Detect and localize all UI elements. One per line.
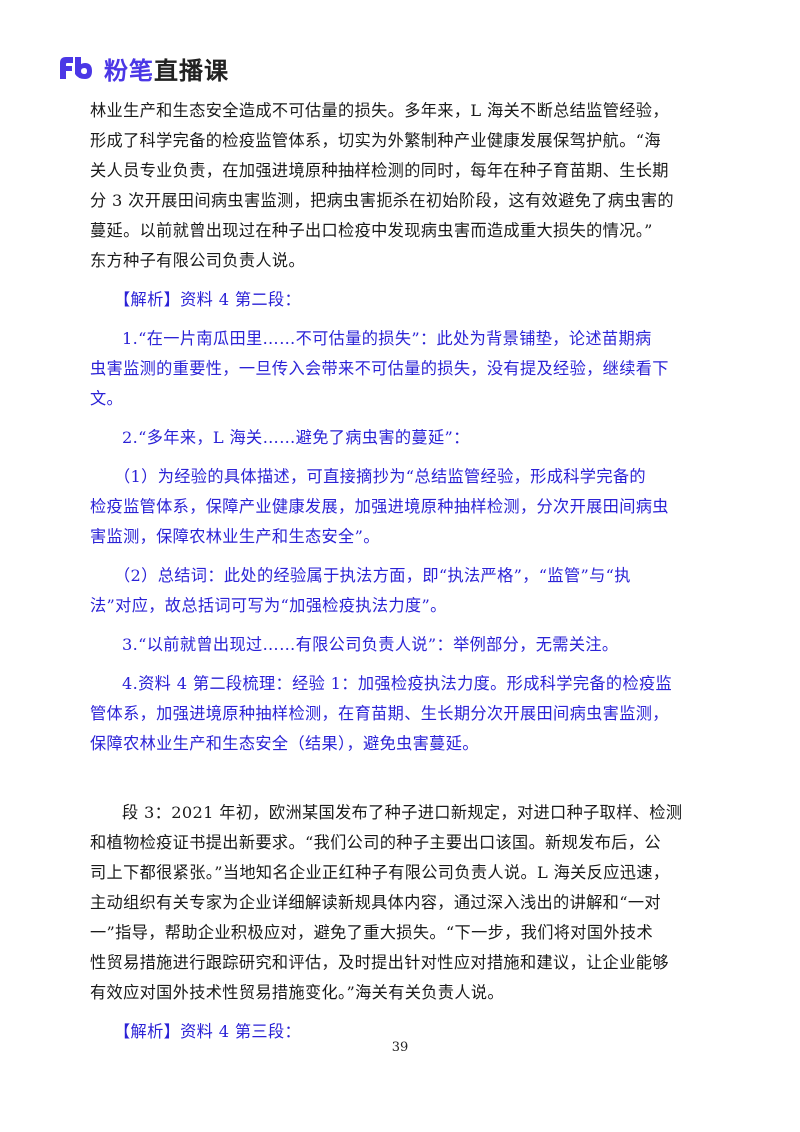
text-line: 主动组织有关专家为企业详细解读新规具体内容，通过深入浅出的讲解和“一对 <box>90 893 661 912</box>
page-number: 39 <box>391 1040 409 1055</box>
text-line: 管体系，加强进境原种抽样检测，在育苗期、生长期分次开展田间病虫害监测， <box>90 704 669 723</box>
text-line: 保障农林业生产和生态安全（结果），避免虫害蔓延。 <box>90 734 479 753</box>
analysis-item-4: 4.资料 4 第二段梳理：经验 1：加强检疫执法力度。形成科学完备的检疫监 管体… <box>90 669 710 759</box>
brand-rest-text: 直播课 <box>154 56 229 85</box>
analysis-paragraph-3: 【解析】资料 4 第三段： <box>90 1017 710 1047</box>
analysis-item-2-sub-2: （2）总结词：此处的经验属于执法方面，即“执法严格”，“监管”与“执 法”对应，… <box>90 561 710 621</box>
material-paragraph-2: 林业生产和生态安全造成不可估量的损失。多年来，L 海关不断总结监管经验， 形成了… <box>90 96 710 276</box>
text-line: 检疫监管体系，保障产业健康发展，加强进境原种抽样检测，分次开展田间病虫 <box>90 497 669 516</box>
brand-name: 粉笔 直播课 <box>104 51 229 86</box>
text-line: 法”对应，故总括词可写为“加强检疫执法力度”。 <box>90 596 447 615</box>
text-line: 有效应对国外技术性贸易措施变化。”海关有关负责人说。 <box>90 983 504 1002</box>
page-content: 林业生产和生态安全造成不可估量的损失。多年来，L 海关不断总结监管经验， 形成了… <box>90 96 710 1056</box>
text-line: 一”指导，帮助企业积极应对，避免了重大损失。“下一步，我们将对国外技术 <box>90 923 653 942</box>
text-line: 害监测，保障农林业生产和生态安全”。 <box>90 527 380 546</box>
text-line: 虫害监测的重要性，一旦传入会带来不可估量的损失，没有提及经验，继续看下 <box>90 359 669 378</box>
analysis-heading: 【解析】资料 4 第三段： <box>114 1022 302 1041</box>
text-line: 形成了科学完备的检疫监管体系，切实为外繁制种产业健康发展保驾护航。“海 <box>90 131 661 150</box>
text-line: 蔓延。以前就曾出现过在种子出口检疫中发现病虫害而造成重大损失的情况。” <box>90 221 653 240</box>
text-line: 文。 <box>90 389 124 408</box>
brand-header: 粉笔 直播课 <box>58 50 229 86</box>
text-line: 1.“在一片南瓜田里……不可估量的损失”：此处为背景铺垫，论述苗期病 <box>122 329 652 348</box>
text-line: 关人员专业负责，在加强进境原种抽样检测的同时，每年在种子育苗期、生长期 <box>90 161 669 180</box>
brand-accent-text: 粉笔 <box>104 56 154 85</box>
analysis-item-1: 1.“在一片南瓜田里……不可估量的损失”：此处为背景铺垫，论述苗期病 虫害监测的… <box>90 324 710 414</box>
text-line: 4.资料 4 第二段梳理：经验 1：加强检疫执法力度。形成科学完备的检疫监 <box>122 674 673 693</box>
analysis-item-2-sub-1: （1）为经验的具体描述，可直接摘抄为“总结监管经验，形成科学完备的 检疫监管体系… <box>90 462 710 552</box>
analysis-item-3: 3.“以前就曾出现过……有限公司负责人说”：举例部分，无需关注。 <box>90 630 710 660</box>
text-line: 和植物检疫证书提出新要求。“我们公司的种子主要出口该国。新规发布后，公 <box>90 833 661 852</box>
text-line: 性贸易措施进行跟踪研究和评估，及时提出针对性应对措施和建议，让企业能够 <box>90 953 669 972</box>
material-paragraph-3: 段 3：2021 年初，欧洲某国发布了种子进口新规定，对进口种子取样、检测 和植… <box>90 798 710 1008</box>
analysis-heading: 【解析】资料 4 第二段： <box>114 290 302 309</box>
text-line: 分 3 次开展田间病虫害监测，把病虫害扼杀在初始阶段，这有效避免了病虫害的 <box>90 191 674 210</box>
text-line: 3.“以前就曾出现过……有限公司负责人说”：举例部分，无需关注。 <box>122 635 619 654</box>
spacer <box>90 768 710 798</box>
analysis-paragraph-2: 【解析】资料 4 第二段： <box>90 285 710 315</box>
text-line: （2）总结词：此处的经验属于执法方面，即“执法严格”，“监管”与“执 <box>114 566 631 585</box>
analysis-item-2-title: 2.“多年来，L 海关……避免了病虫害的蔓延”： <box>122 428 470 447</box>
text-line: 林业生产和生态安全造成不可估量的损失。多年来，L 海关不断总结监管经验， <box>90 101 669 120</box>
text-line: 司上下都很紧张。”当地知名企业正红种子有限公司负责人说。L 海关反应迅速， <box>90 863 670 882</box>
fb-logo-icon <box>60 57 92 79</box>
text-line: 东方种子有限公司负责人说。 <box>90 251 305 270</box>
analysis-item-2: 2.“多年来，L 海关……避免了病虫害的蔓延”： <box>90 423 710 453</box>
text-line: 段 3：2021 年初，欧洲某国发布了种子进口新规定，对进口种子取样、检测 <box>122 803 683 822</box>
text-line: （1）为经验的具体描述，可直接摘抄为“总结监管经验，形成科学完备的 <box>114 467 646 486</box>
